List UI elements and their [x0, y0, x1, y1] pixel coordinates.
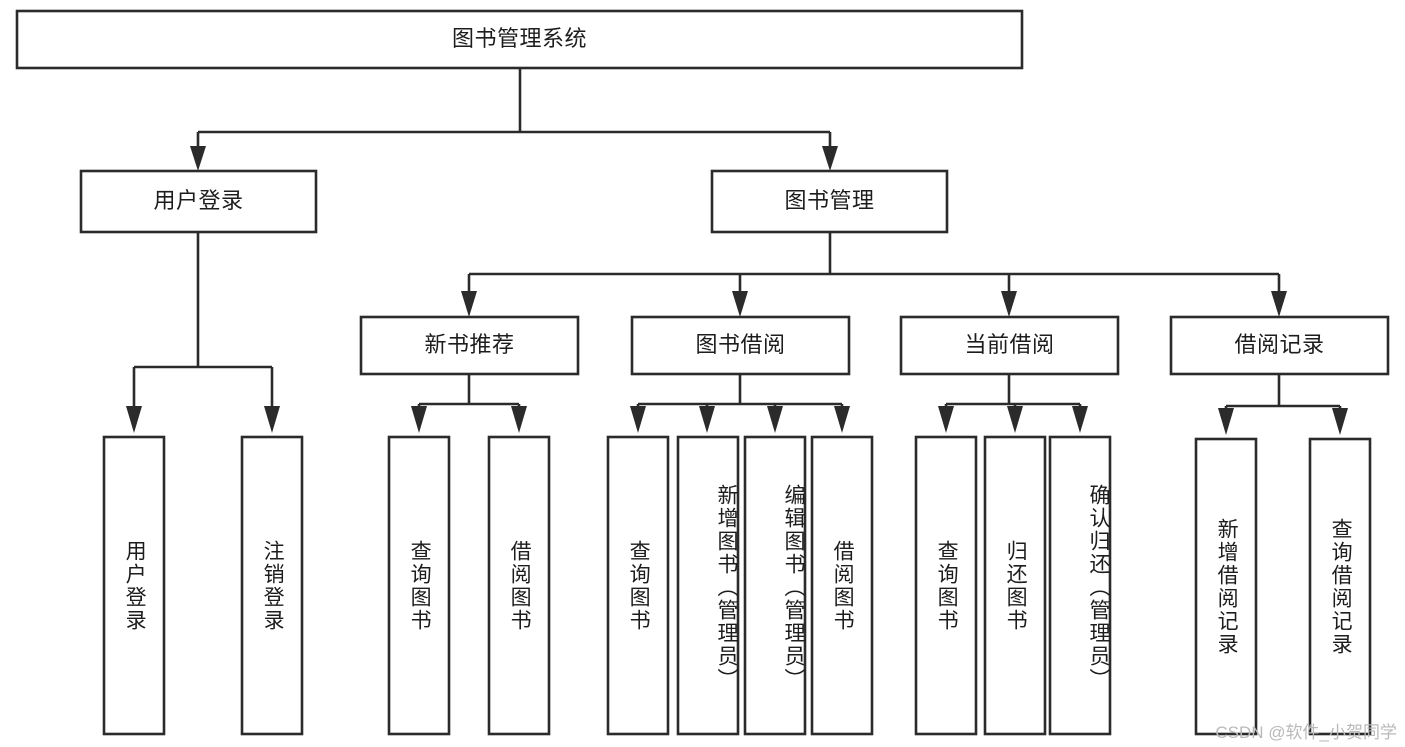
- node-box-leaf-query-record[interactable]: [1308, 437, 1372, 736]
- edge-group-new-book-recommend: [411, 374, 527, 433]
- arrow-user-login-l2-icon: [264, 406, 280, 433]
- node-box-book-borrow[interactable]: [630, 315, 851, 376]
- node-box-leaf-confirm-return[interactable]: [1048, 435, 1112, 736]
- node-box-root[interactable]: [15, 9, 1024, 70]
- arrow-user-login-l1-icon: [126, 406, 142, 433]
- arrow-cb-l1-icon: [938, 406, 954, 433]
- edge-group-current-borrow: [938, 374, 1088, 433]
- edge-group-user-login: [126, 232, 280, 433]
- edge-group-root: [190, 68, 838, 171]
- node-box-book-manage[interactable]: [710, 169, 949, 234]
- node-box-leaf-query-book-3[interactable]: [914, 435, 978, 736]
- node-box-leaf-user-logout[interactable]: [240, 435, 304, 736]
- edge-group-borrow-record: [1218, 374, 1348, 435]
- node-box-leaf-edit-book[interactable]: [743, 435, 807, 736]
- arrow-bm-c1-icon: [461, 291, 477, 317]
- arrow-root-to-user-login-icon: [190, 146, 206, 171]
- arrow-bm-c2-icon: [732, 291, 748, 317]
- node-box-leaf-borrow-book-1[interactable]: [487, 435, 551, 736]
- arrow-nbr-l1-icon: [411, 406, 427, 433]
- node-box-leaf-query-book-1[interactable]: [387, 435, 451, 736]
- arrow-bb-l4-icon: [834, 406, 850, 433]
- node-box-borrow-record[interactable]: [1169, 315, 1390, 376]
- arrow-bm-c3-icon: [1001, 291, 1017, 317]
- node-box-leaf-user-login[interactable]: [102, 435, 166, 736]
- arrow-bb-l3-icon: [767, 406, 783, 433]
- arrow-br-l1-icon: [1218, 408, 1234, 435]
- node-box-leaf-borrow-book-2[interactable]: [810, 435, 874, 736]
- node-box-leaf-add-book[interactable]: [676, 435, 740, 736]
- node-box-new-book-recommend[interactable]: [359, 315, 580, 376]
- arrow-br-l2-icon: [1332, 408, 1348, 435]
- edge-group-book-manage: [461, 232, 1287, 317]
- node-box-leaf-add-record[interactable]: [1194, 437, 1258, 736]
- arrow-cb-l3-icon: [1072, 406, 1088, 433]
- node-box-current-borrow[interactable]: [899, 315, 1120, 376]
- arrow-bb-l1-icon: [630, 406, 646, 433]
- node-box-leaf-return-book[interactable]: [983, 435, 1047, 736]
- arrow-nbr-l2-icon: [511, 406, 527, 433]
- arrow-cb-l2-icon: [1007, 406, 1023, 433]
- arrow-bm-c4-icon: [1271, 291, 1287, 317]
- arrow-root-to-book-manage-icon: [822, 146, 838, 171]
- node-box-user-login[interactable]: [79, 169, 318, 234]
- edge-group-book-borrow: [630, 374, 850, 433]
- arrow-bb-l2-icon: [699, 406, 715, 433]
- node-box-leaf-query-book-2[interactable]: [606, 435, 670, 736]
